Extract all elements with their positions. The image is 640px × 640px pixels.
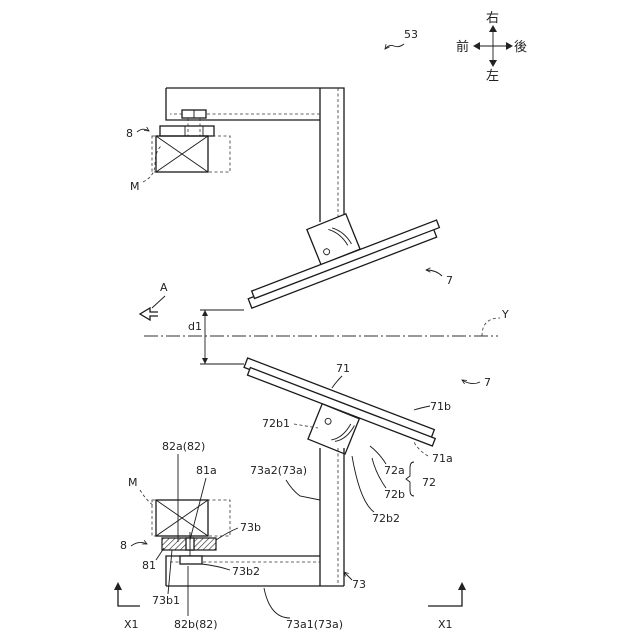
label-part-71: 71 xyxy=(336,362,350,375)
direction-left-label: 前 xyxy=(456,39,469,55)
label-part-71b: 71b xyxy=(430,400,451,413)
label-part-72b2: 72b2 xyxy=(372,512,400,525)
label-part-81a: 81a xyxy=(196,464,217,477)
label-part-72a: 72a xyxy=(384,464,405,477)
label-axis-y: Y xyxy=(501,308,509,321)
upper-arm-outline xyxy=(166,88,344,222)
label-part-73b1: 73b1 xyxy=(152,594,180,607)
label-part-82b: 82b(82) xyxy=(174,618,218,631)
label-part-73a1: 73a1(73a) xyxy=(286,618,343,631)
figure-number-label: 53 xyxy=(404,28,418,41)
label-motor-bottom: M xyxy=(128,476,138,489)
upper-coupling xyxy=(160,126,214,136)
direction-up-label: 右 xyxy=(486,11,499,26)
upper-motor xyxy=(152,136,230,172)
label-robot-top: 7 xyxy=(446,274,453,287)
upper-robot xyxy=(152,88,442,308)
direction-down-label: 左 xyxy=(486,69,499,84)
label-part-73b: 73b xyxy=(240,521,261,534)
label-part-82a: 82a(82) xyxy=(162,440,205,453)
label-d1: d1 xyxy=(188,320,202,333)
view-marker-left: X1 xyxy=(114,582,140,631)
label-part-72b1: 72b1 xyxy=(262,417,290,430)
label-part-73: 73 xyxy=(352,578,366,591)
figure-number-leader xyxy=(385,44,404,49)
label-part-71a: 71a xyxy=(432,452,453,465)
label-part-73a2: 73a2(73a) xyxy=(250,464,307,477)
label-part-72: 72 xyxy=(422,476,436,489)
lower-motor xyxy=(152,500,230,536)
label-view-right: X1 xyxy=(438,618,453,631)
lower-coupling xyxy=(162,532,216,564)
label-arrow-a: A xyxy=(160,281,168,294)
view-marker-right: X1 xyxy=(428,582,466,631)
label-motor-top: M xyxy=(130,180,140,193)
lower-nut xyxy=(180,556,202,564)
label-robot-bottom: 7 xyxy=(484,376,491,389)
direction-indicator: 右 前 後 左 xyxy=(456,11,527,84)
direction-a-arrow: A xyxy=(140,281,168,320)
label-part-72b: 72b xyxy=(384,488,405,501)
label-part-73b2: 73b2 xyxy=(232,565,260,578)
label-view-left: X1 xyxy=(124,618,139,631)
direction-right-label: 後 xyxy=(514,40,527,55)
label-part-81: 81 xyxy=(142,559,156,572)
label-unit-bottom: 8 xyxy=(120,539,127,552)
dimension-d1: d1 xyxy=(188,310,244,364)
label-unit-top: 8 xyxy=(126,127,133,140)
